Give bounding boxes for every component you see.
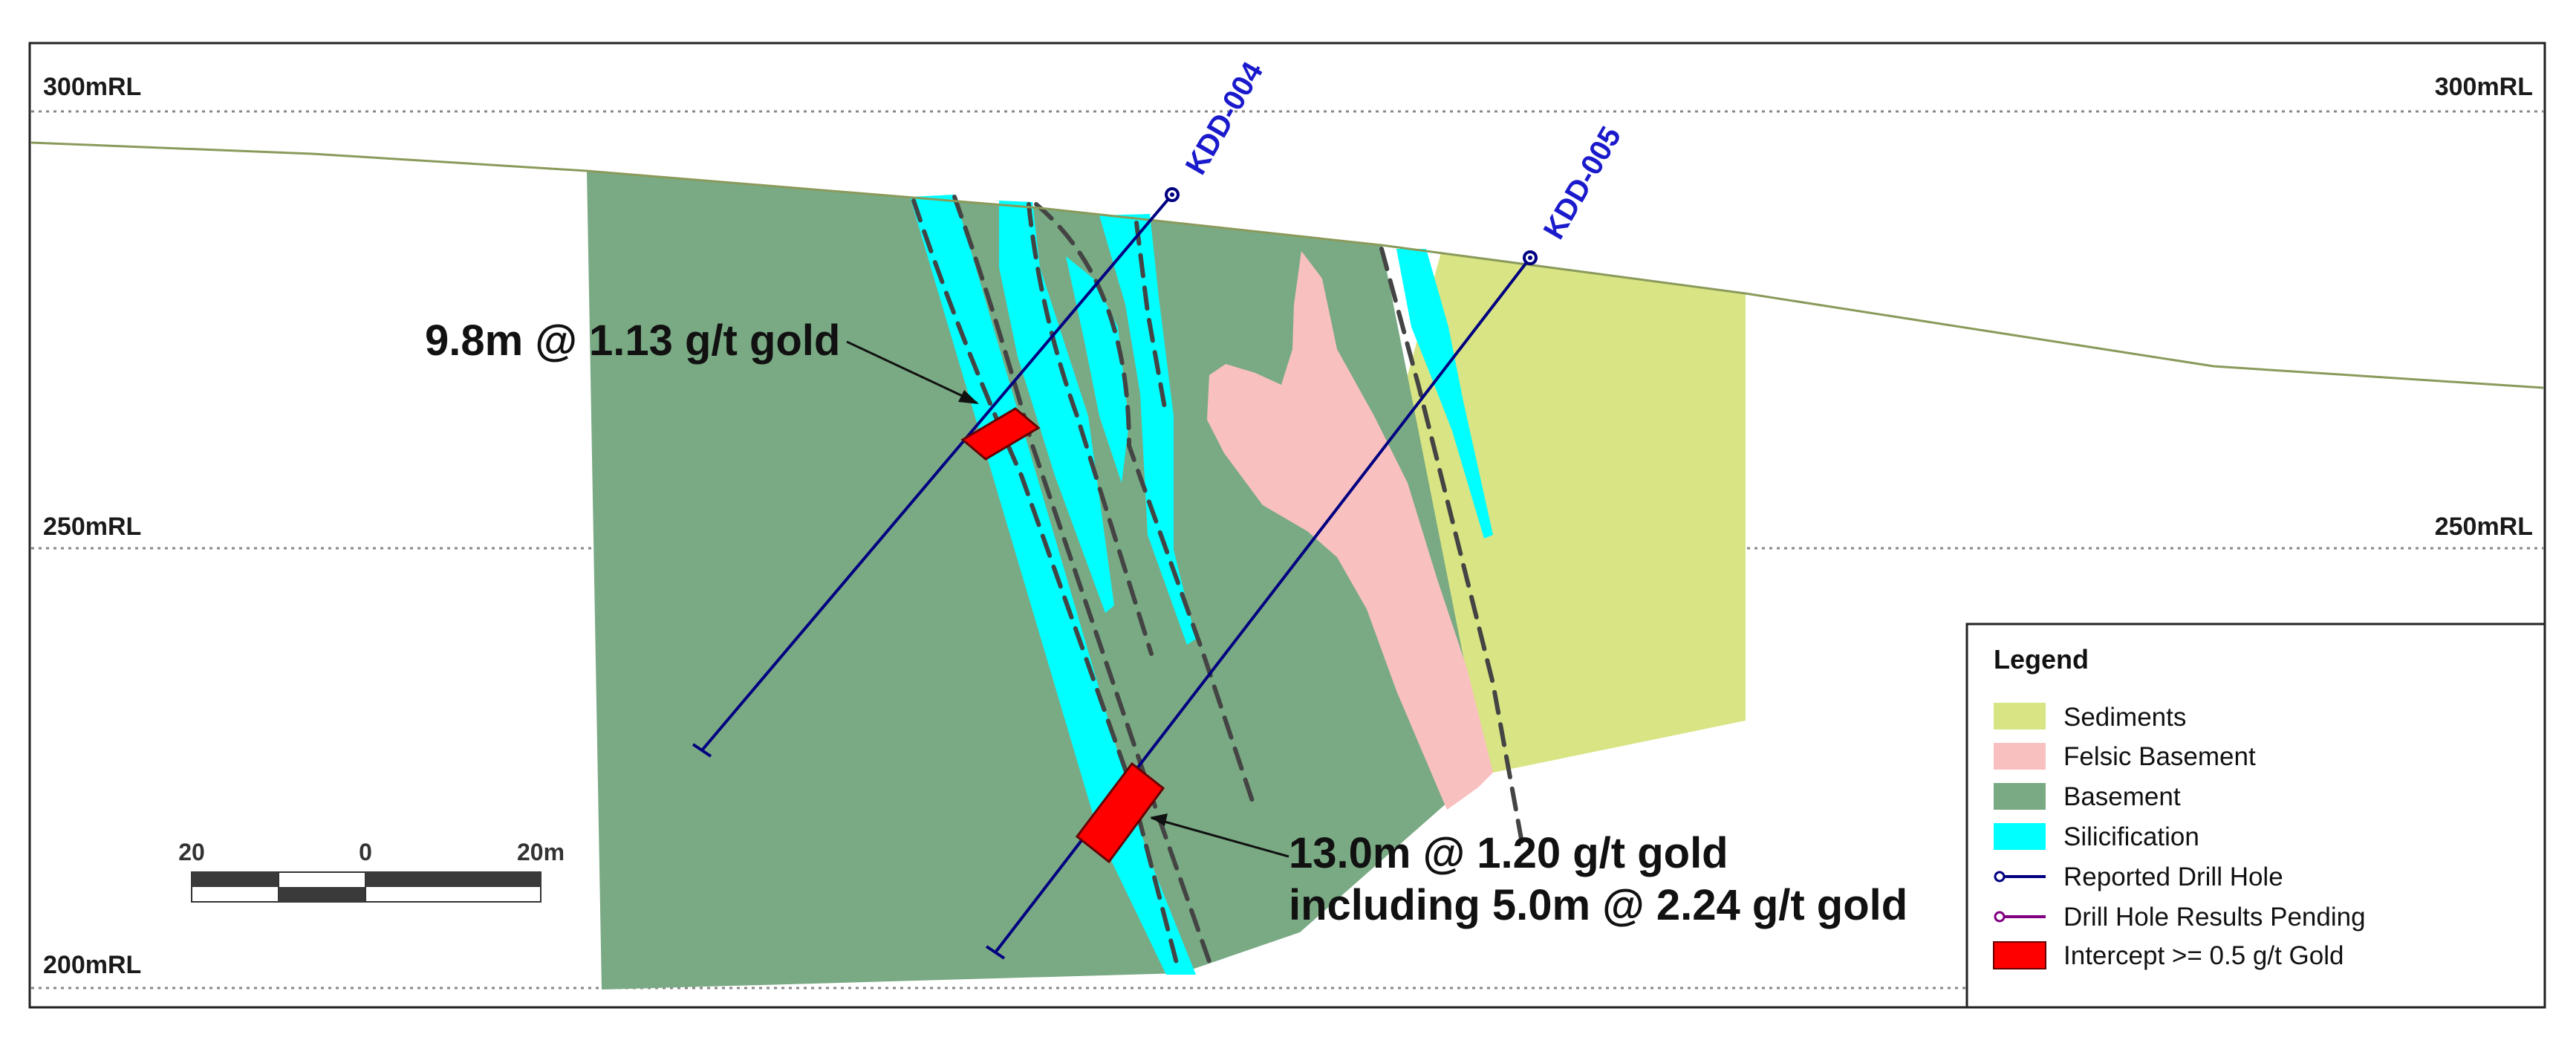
legend-label-reported-drill-hole: Reported Drill Hole xyxy=(2063,862,2283,891)
drill-hole-trace xyxy=(700,193,1174,752)
legend-swatch-basement xyxy=(1994,783,2046,810)
intercept-annotation-2-line2: including 5.0m @ 2.24 g/t gold xyxy=(1289,881,1907,929)
label-200mrl-left: 200mRL xyxy=(43,951,141,979)
legend-collar-icon xyxy=(1994,911,2006,923)
fault-line-5 xyxy=(1379,247,1525,849)
silicification-zone-3 xyxy=(1066,256,1129,483)
intercept-kdd-005[interactable] xyxy=(1075,761,1165,864)
sediments-unit xyxy=(1389,253,1746,773)
silicification-zone-4 xyxy=(1099,214,1196,645)
scale-segment xyxy=(365,872,541,887)
silicification-zone-2 xyxy=(999,201,1114,613)
label-250mrl-left: 250mRL xyxy=(43,513,141,541)
drill-hole-end-tick xyxy=(692,743,712,758)
legend-box xyxy=(1965,623,2546,1009)
leader-arrowhead-1 xyxy=(958,390,979,404)
scale-label-left: 20 xyxy=(178,839,205,865)
scale-label-center: 0 xyxy=(359,839,372,865)
legend-label-silicification: Silicification xyxy=(2063,822,2199,851)
drill-hole-end-tick xyxy=(985,945,1006,960)
drill-collar-center xyxy=(1528,256,1532,260)
scale-segment xyxy=(279,887,365,902)
legend-label-intercept: Intercept >= 0.5 g/t Gold xyxy=(2063,941,2344,970)
legend-label-sediments: Sediments xyxy=(2063,703,2186,732)
legend-swatch-sediments xyxy=(1994,703,2046,730)
legend-swatch-intercept xyxy=(1993,941,2046,969)
leader-intercept-1 xyxy=(846,340,978,404)
intercept-annotation-2-line1: 13.0m @ 1.20 g/t gold xyxy=(1289,829,1728,877)
legend-title: Legend xyxy=(1994,644,2089,675)
scale-label-right: 20m xyxy=(517,839,565,865)
legend-label-felsic-basement: Felsic Basement xyxy=(2063,742,2256,771)
fault-line-1 xyxy=(911,198,1180,968)
intercept-annotation-1: 9.8m @ 1.13 g/t gold xyxy=(425,316,840,365)
label-300mrl-right: 300mRL xyxy=(2435,73,2533,101)
label-250mrl-right: 250mRL xyxy=(2435,513,2533,541)
silicification-zone-5 xyxy=(1396,249,1493,539)
leader-arrowhead-2 xyxy=(1150,813,1168,826)
intercept-kdd-004[interactable] xyxy=(960,407,1041,461)
legend-swatch-silicification xyxy=(1994,823,2046,850)
legend-label-basement: Basement xyxy=(2063,782,2181,811)
scale-segment xyxy=(192,872,279,887)
legend-collar-icon xyxy=(1994,871,2006,883)
leader-intercept-2 xyxy=(1151,816,1289,858)
topography-line xyxy=(30,141,2544,389)
legend-swatch-felsic-basement xyxy=(1994,743,2046,770)
fault-line-4 xyxy=(1034,202,1258,812)
legend: Legend Sediments Felsic Basement Basemen… xyxy=(1965,623,2546,1009)
label-300mrl-left: 300mRL xyxy=(43,73,141,101)
fault-line-3 xyxy=(1027,202,1154,656)
drill-collar-center xyxy=(1170,192,1174,197)
legend-label-drill-hole-pending: Drill Hole Results Pending xyxy=(2063,903,2366,932)
scale-bar: 20 0 20m xyxy=(178,839,565,903)
felsic-basement-unit xyxy=(1207,251,1493,810)
